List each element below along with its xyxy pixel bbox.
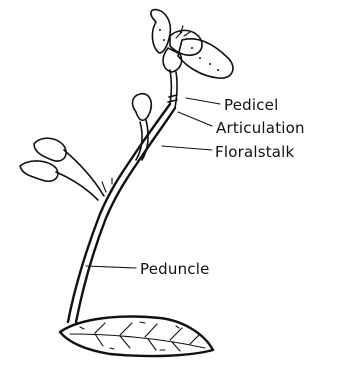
left-buds [20,138,112,200]
middle-bud [133,94,152,160]
label-pedicel: Pedicel [224,96,278,114]
label-floralstalk: Floralstalk [215,143,295,161]
leader-lines [86,98,220,268]
flower [151,10,233,79]
label-peduncle: Peduncle [140,260,210,278]
label-articulation: Articulation [216,119,305,137]
leaf [60,317,213,357]
peduncle-stem [68,104,175,322]
floral-stalk [170,70,177,108]
